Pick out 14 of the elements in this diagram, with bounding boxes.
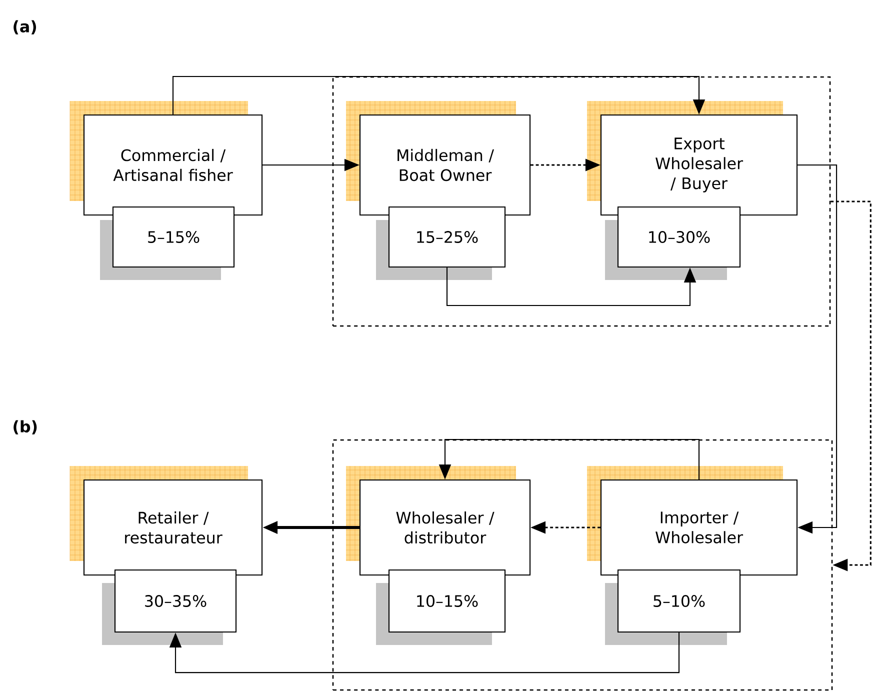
arrow bbox=[798, 164, 838, 534]
margin-box: 15–25% bbox=[388, 206, 506, 268]
margin-box: 10–30% bbox=[617, 206, 741, 268]
margin-box: 30–35% bbox=[114, 569, 237, 633]
margin-box: 10–15% bbox=[388, 569, 506, 633]
margin-box: 5–15% bbox=[112, 206, 235, 268]
dashed-group-frame bbox=[332, 439, 833, 691]
panel-label: (b) bbox=[14, 420, 37, 434]
arrow bbox=[169, 632, 680, 674]
arrow bbox=[172, 76, 706, 114]
dashed-group-frame bbox=[332, 76, 831, 327]
panel-label: (a) bbox=[14, 20, 36, 34]
arrow bbox=[830, 200, 872, 572]
margin-box: 5–10% bbox=[617, 569, 741, 633]
